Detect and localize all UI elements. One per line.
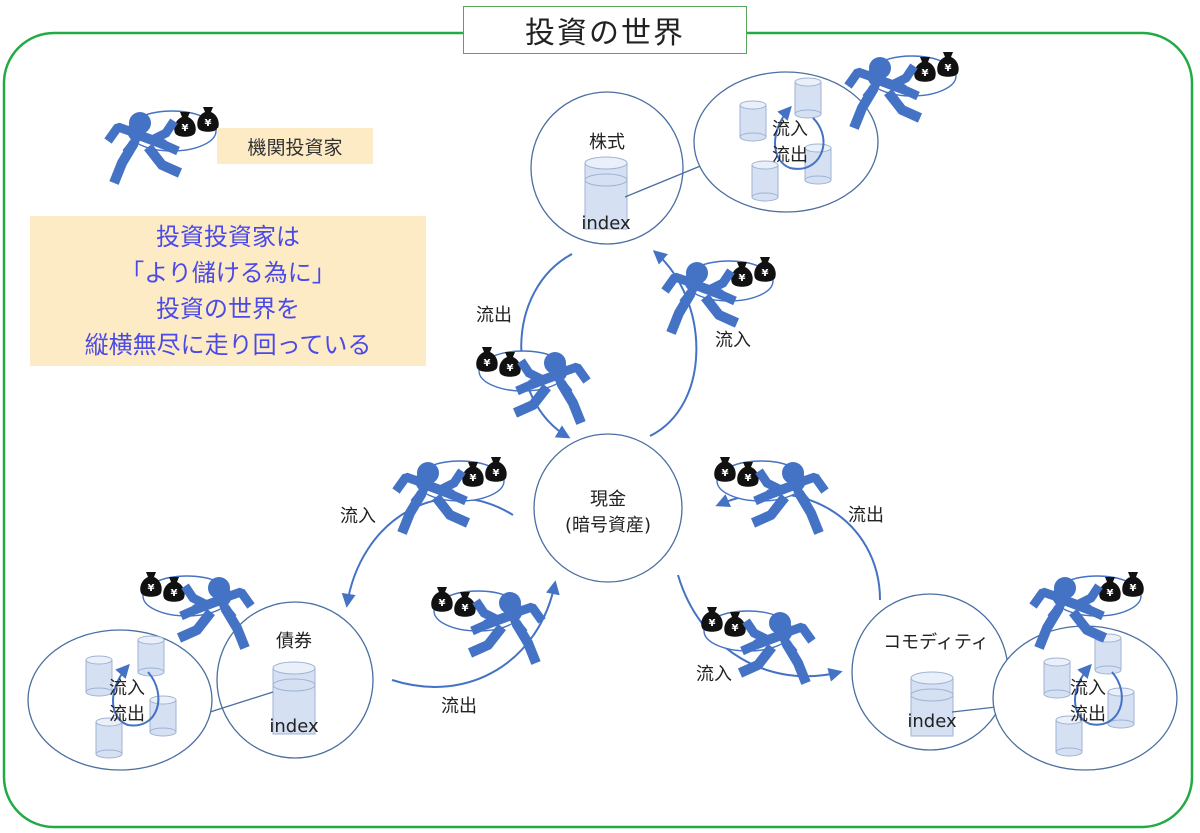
- cylinder-icon: [739, 100, 767, 142]
- runner-icon: [714, 457, 825, 533]
- note-line: 縦横無尽に走り回っている: [84, 331, 372, 359]
- stock-bubble: 流入 流出: [624, 71, 879, 213]
- stock-index-label: index: [581, 213, 631, 234]
- bond-cylinder-icon: [272, 661, 316, 735]
- note-line: 「より儲ける為に」: [120, 259, 336, 287]
- cylinder-icon: [751, 160, 779, 202]
- runner-icon: [431, 587, 542, 663]
- runner-icon: [108, 107, 219, 183]
- commodity-node: コモディティ index: [851, 593, 1009, 751]
- bond-index-label: index: [269, 716, 319, 737]
- cylinder-icon: [804, 143, 832, 185]
- bond-label: 債券: [276, 631, 312, 652]
- cash-label: 現金: [590, 489, 626, 510]
- svg-text:流出: 流出: [1070, 704, 1106, 725]
- flow-bond-out-arrow: [391, 580, 560, 688]
- flow-commodity-out-label: 流出: [848, 505, 884, 526]
- flow-stock-in-label: 流入: [715, 330, 751, 351]
- cylinder-icon: [137, 635, 165, 677]
- runner-icon: [665, 257, 776, 333]
- page-title: 投資の世界: [463, 6, 747, 54]
- commodity-cylinder-icon: [910, 671, 954, 737]
- commodity-label: コモディティ: [883, 632, 989, 653]
- runner-icon: [476, 347, 587, 423]
- cash-node: 現金 (暗号資産): [533, 433, 683, 583]
- stock-cylinder-icon: [584, 156, 628, 230]
- svg-text:流出: 流出: [109, 704, 145, 725]
- bond-bubble: 流入 流出: [27, 629, 274, 771]
- flow-bond-out-label: 流出: [441, 696, 477, 717]
- svg-text:流出: 流出: [772, 145, 808, 166]
- flow-bond-in-label: 流入: [340, 506, 376, 527]
- commodity-index-label: index: [907, 711, 957, 732]
- svg-text:流入: 流入: [772, 119, 808, 140]
- note-line: 投資の世界を: [156, 295, 300, 323]
- commodity-bubble: 流入 流出: [951, 625, 1178, 771]
- runner-icon: [396, 457, 507, 533]
- stock-node: 株式 index: [530, 91, 684, 245]
- flow-commodity-in-label: 流入: [696, 664, 732, 685]
- flow-stock-out-label: 流出: [476, 305, 512, 326]
- note-box: 投資投資家は 「より儲ける為に」 投資の世界を 縦横無尽に走り回っている: [30, 216, 426, 366]
- flow-commodity-in-arrow: [677, 574, 843, 682]
- bond-node: 債券 index: [216, 601, 374, 759]
- legend-label: 機関投資家: [217, 128, 373, 164]
- cylinder-icon: [1043, 657, 1071, 699]
- svg-text:流入: 流入: [109, 678, 145, 699]
- svg-text:流入: 流入: [1070, 678, 1106, 699]
- flow-stock-out-arrow: [520, 253, 573, 439]
- stock-label: 株式: [589, 132, 625, 153]
- flow-stock-in-arrow: [649, 250, 698, 437]
- cash-sublabel: (暗号資産): [565, 515, 651, 536]
- note-line: 投資投資家は: [156, 223, 300, 251]
- cylinder-icon: [794, 77, 822, 119]
